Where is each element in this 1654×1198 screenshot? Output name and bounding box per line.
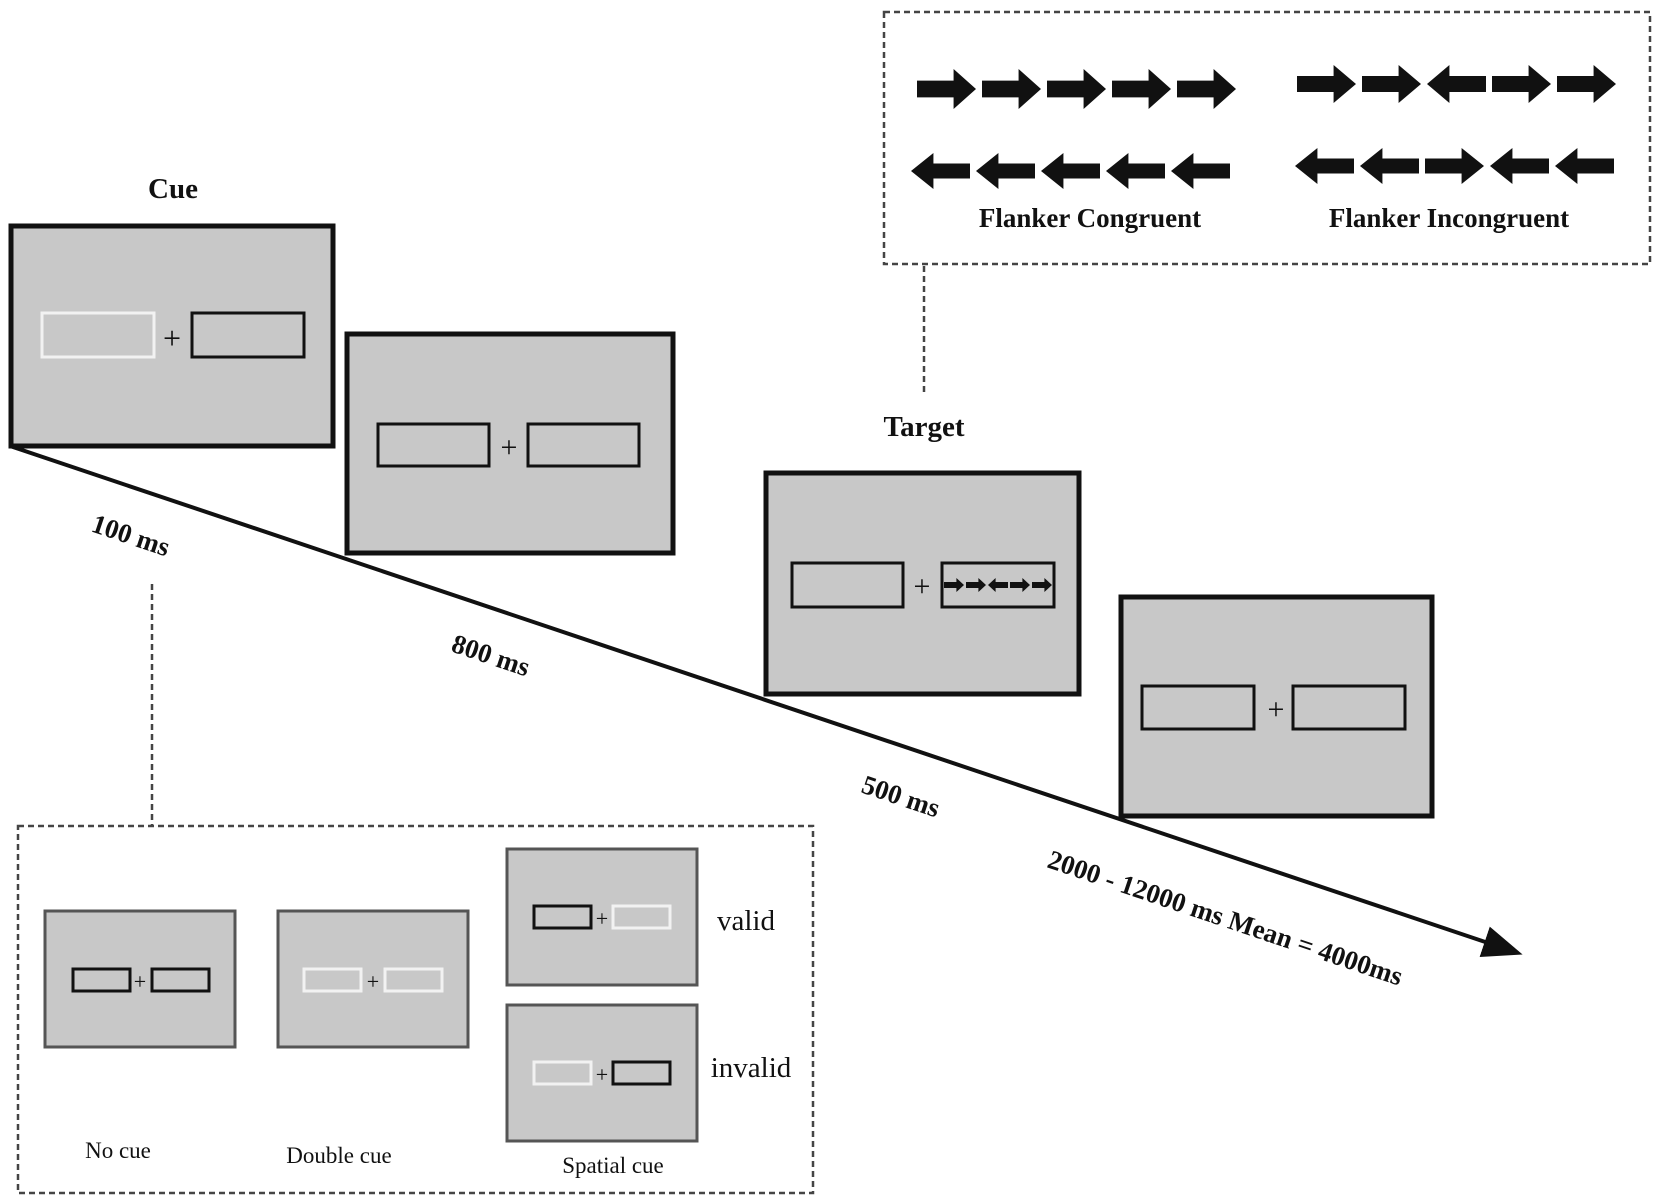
arrow-left-icon	[911, 153, 970, 189]
arrow-left-icon	[988, 578, 1008, 592]
fixation-cross: +	[501, 431, 518, 464]
double-cue-screen: +	[276, 909, 470, 1049]
spatial-cue-label: Spatial cue	[562, 1153, 664, 1178]
flanker-congruent-label: Flanker Congruent	[979, 203, 1201, 233]
arrow-right-icon	[1425, 148, 1484, 184]
duration-iti: 2000 - 12000 ms Mean = 4000ms	[1044, 844, 1406, 991]
arrow-right-icon	[1557, 65, 1616, 103]
fixation-cross: +	[1268, 693, 1285, 726]
duration-cue: 100 ms	[88, 508, 174, 562]
flanker-incongruent-top-row	[1297, 65, 1616, 103]
flanker-congruent-top-row	[917, 69, 1236, 109]
fixation-cross: +	[596, 1062, 608, 1087]
flanker-incongruent-bottom-row	[1295, 148, 1614, 184]
fixation-cross: +	[134, 969, 146, 994]
no-cue-label: No cue	[85, 1138, 151, 1163]
cue-left-box	[40, 311, 156, 359]
flanker-conditions-panel: Flanker Congruent Flanker Incongruent	[882, 10, 1652, 396]
arrow-right-icon	[1362, 65, 1421, 103]
fixation-cross: +	[914, 570, 931, 603]
arrow-left-icon	[1427, 65, 1486, 103]
double-cue-label: Double cue	[286, 1143, 391, 1168]
cue-conditions-panel: + No cue + Double cue + valid + invalid	[16, 584, 815, 1195]
iti-screen: +	[1118, 594, 1435, 819]
target-arrow-row	[944, 578, 1052, 592]
fixation-cross: +	[163, 320, 181, 356]
target-label: Target	[883, 411, 964, 443]
duration-interval: 800 ms	[448, 628, 534, 682]
cue-right-box	[190, 311, 306, 359]
fixation-cross: +	[367, 969, 379, 994]
arrow-right-icon	[944, 578, 964, 592]
left-box	[1140, 684, 1256, 731]
arrow-right-icon	[1492, 65, 1551, 103]
target-screen: +	[763, 470, 1082, 697]
arrow-right-icon	[1112, 69, 1171, 109]
arrow-left-icon	[1555, 148, 1614, 184]
left-box	[376, 422, 491, 468]
invalid-label: invalid	[711, 1052, 792, 1084]
duration-target: 500 ms	[858, 769, 944, 823]
flanker-congruent-bottom-row	[911, 153, 1230, 189]
cue-label: Cue	[148, 173, 198, 205]
flanker-incongruent-label: Flanker Incongruent	[1329, 203, 1569, 233]
spatial-valid-screen: +	[505, 847, 699, 987]
arrow-left-icon	[1041, 153, 1100, 189]
arrow-left-icon	[1490, 148, 1549, 184]
arrow-right-icon	[917, 69, 976, 109]
arrow-right-icon	[966, 578, 986, 592]
right-box	[1291, 684, 1407, 731]
cue-screen: +	[8, 223, 336, 449]
arrow-right-icon	[1297, 65, 1356, 103]
arrow-right-icon	[1010, 578, 1030, 592]
arrow-left-icon	[1106, 153, 1165, 189]
arrow-left-icon	[1171, 153, 1230, 189]
arrow-right-icon	[1047, 69, 1106, 109]
spatial-invalid-screen: +	[505, 1003, 699, 1143]
right-box	[526, 422, 641, 468]
interval-screen: +	[344, 331, 676, 556]
arrow-right-icon	[1177, 69, 1236, 109]
target-box	[940, 561, 1056, 609]
timeline-arrow	[9, 444, 1523, 957]
fixation-cross: +	[596, 906, 608, 931]
valid-label: valid	[717, 905, 775, 937]
arrow-left-icon	[1360, 148, 1419, 184]
arrow-left-icon	[1295, 148, 1354, 184]
arrow-left-icon	[976, 153, 1035, 189]
left-box	[790, 561, 905, 609]
arrow-right-icon	[1032, 578, 1052, 592]
no-cue-screen: +	[43, 909, 237, 1049]
arrow-right-icon	[982, 69, 1041, 109]
